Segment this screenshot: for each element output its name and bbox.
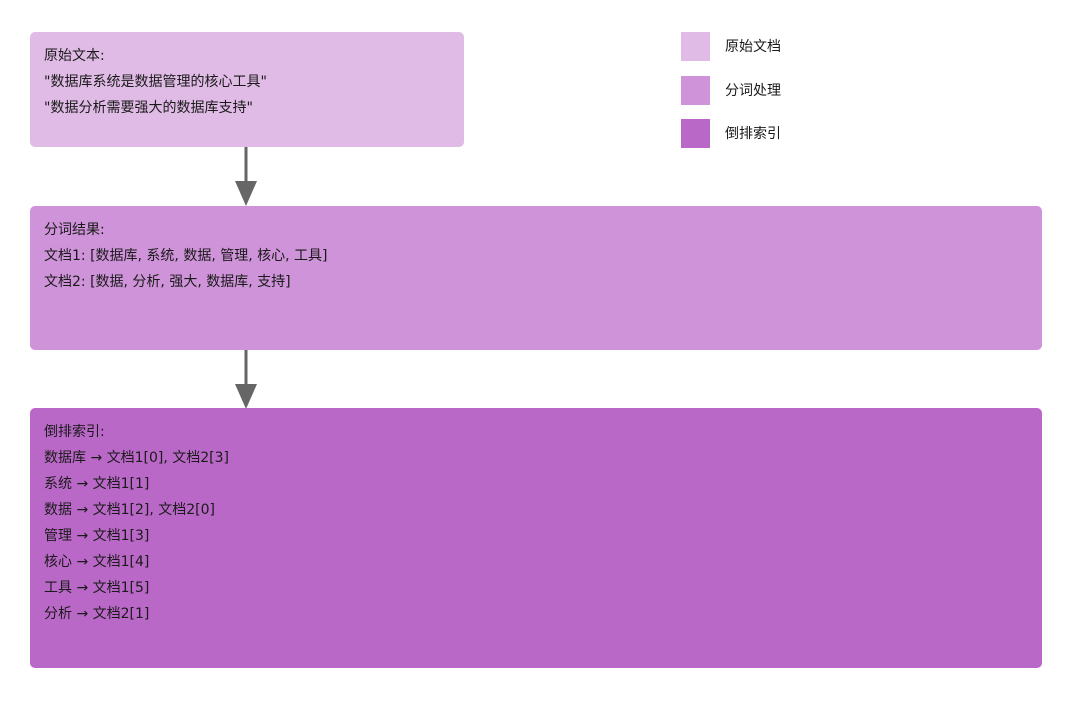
inverted-index-entry: 核心 → 文档1[4] [44,554,150,570]
original-text-line: "数据库系统是数据管理的核心工具" [44,74,267,90]
tokenization-doc-line: 文档2: [数据, 分析, 强大, 数据库, 支持] [44,274,291,290]
legend-label: 倒排索引 [725,126,781,142]
inverted-index-entry: 数据库 → 文档1[0], 文档2[3] [44,450,230,466]
tokenization-result-box: 分词结果: 文档1: [数据库, 系统, 数据, 管理, 核心, 工具] 文档2… [30,206,1042,350]
inverted-index-box: 倒排索引: 数据库 → 文档1[0], 文档2[3] 系统 → 文档1[1] 数… [30,408,1042,668]
original-text-box: 原始文本: "数据库系统是数据管理的核心工具" "数据分析需要强大的数据库支持" [30,32,464,147]
legend-swatch [681,75,710,105]
inverted-index-entry: 数据 → 文档1[2], 文档2[0] [44,502,216,518]
tokenization-doc-line: 文档1: [数据库, 系统, 数据, 管理, 核心, 工具] [44,248,328,264]
inverted-index-entry: 分析 → 文档2[1] [44,606,150,622]
inverted-index-entry: 管理 → 文档1[3] [44,528,150,544]
tokenization-heading: 分词结果: [44,222,105,238]
inverted-index-heading: 倒排索引: [44,424,105,440]
legend-swatch [681,31,710,61]
legend-label: 分词处理 [725,83,781,99]
legend-label: 原始文档 [725,39,781,55]
inverted-index-entry: 工具 → 文档1[5] [44,580,150,596]
original-text-heading: 原始文本: [44,48,105,64]
legend-swatch [681,118,710,148]
original-text-line: "数据分析需要强大的数据库支持" [44,100,253,116]
flow-arrow-down-icon [235,147,257,206]
legend-item-original: 原始文档 [681,31,781,61]
inverted-index-entry: 系统 → 文档1[1] [44,476,150,492]
legend-item-tokenized: 分词处理 [681,75,781,105]
flow-arrow-down-icon [235,350,257,409]
legend-item-inverted: 倒排索引 [681,118,781,148]
